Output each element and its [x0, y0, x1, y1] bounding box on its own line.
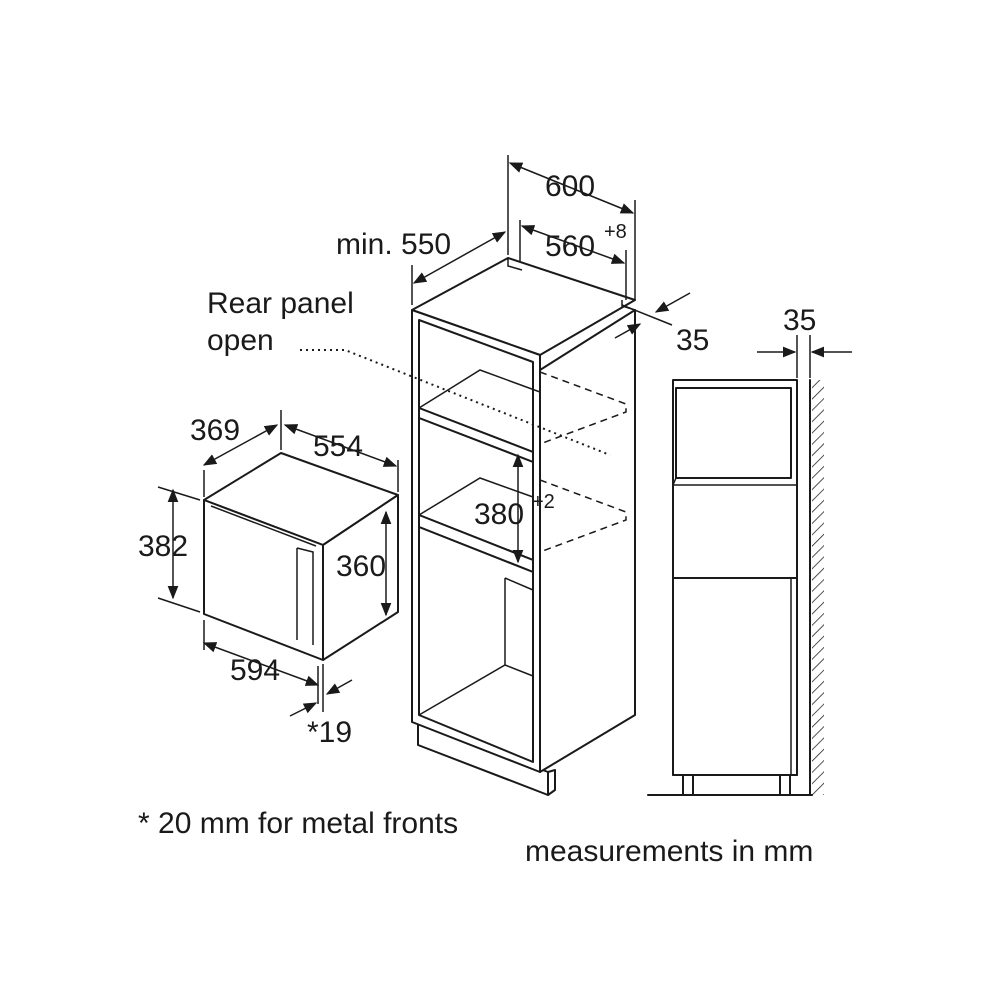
label-open: open: [207, 324, 274, 357]
dim-line-560: [520, 225, 626, 264]
cabinet-dimensions: [411, 155, 691, 564]
label-19: *19: [307, 716, 352, 749]
dim-arrow-19-right: [325, 679, 353, 695]
label-min-550: min. 550: [336, 228, 451, 261]
cabinet-plinth-side: [547, 769, 556, 796]
dim-line-550: [412, 231, 507, 284]
dashed-upper-shelf: [539, 371, 627, 445]
microwave-front-edge: [210, 505, 317, 547]
microwave-door-frame: [296, 547, 314, 645]
ext-line: [621, 304, 673, 326]
label-600: 600: [545, 170, 595, 203]
label-594: 594: [230, 654, 280, 687]
label-560-tolerance: +8: [604, 221, 627, 243]
cabinet-lower-back-top: [504, 577, 534, 591]
label-35-rear: 35: [676, 324, 709, 357]
rear-panel-leader: [300, 349, 611, 456]
label-35-side: 35: [783, 304, 816, 337]
label-369: 369: [190, 414, 240, 447]
wall-hatching: [812, 380, 824, 795]
dim-line-369: [202, 424, 279, 466]
label-rear-panel: Rear panel: [207, 287, 354, 320]
dashed-lower-shelf: [539, 479, 627, 553]
side-upper-door-shadow: [671, 388, 798, 486]
side-upper-door: [675, 387, 792, 479]
dim-line-600: [508, 162, 635, 214]
label-380: 380: [474, 498, 524, 531]
footnote: * 20 mm for metal fronts: [138, 807, 458, 840]
label-360: 360: [336, 550, 386, 583]
units-note: measurements in mm: [525, 835, 813, 868]
cabinet-side-panel: [539, 309, 636, 773]
tall-cabinet: [300, 257, 636, 796]
cabinet-shelf-1-depth: [418, 369, 541, 409]
microwave-dimensions: [157, 410, 399, 717]
dim-arrow-35-upper: [654, 292, 691, 313]
dim-arrow-35-lower: [614, 323, 642, 339]
side-leg-back: [779, 774, 791, 796]
dim-arrow-19-left: [289, 702, 318, 717]
microwave-unit: [203, 452, 399, 661]
labels: 369 554 382 360 594 *19 600 min. 550 560…: [138, 170, 816, 868]
dim-line-554: [283, 424, 398, 467]
label-554: 554: [313, 430, 363, 463]
label-382: 382: [138, 530, 188, 563]
microwave-front-face: [203, 499, 324, 661]
label-560: 560: [545, 230, 595, 263]
ext-line: [157, 597, 201, 613]
ext-line: [157, 486, 201, 501]
cabinet-top-back-edge: [507, 258, 523, 271]
side-lower-door: [672, 577, 798, 776]
side-leg-front: [682, 774, 694, 796]
label-380-tolerance: +2: [532, 491, 555, 513]
side-view: [647, 335, 852, 796]
dim-line-594: [202, 642, 320, 686]
